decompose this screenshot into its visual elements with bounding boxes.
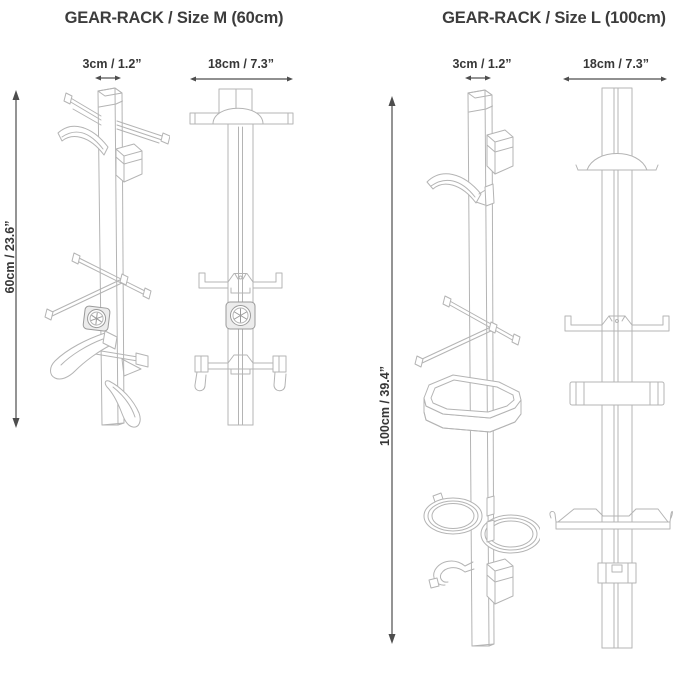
pole-clamp-l-front	[597, 562, 637, 584]
height-dimension-arrow-l	[388, 96, 396, 644]
mount-plate-knob-m	[82, 305, 111, 332]
bracket-width-arrow-l	[563, 76, 667, 82]
size-l-isometric-drawing	[414, 89, 540, 647]
mid-cross-hooks-m	[44, 252, 152, 321]
bracket-width-label-m: 18cm / 7.3”	[207, 57, 274, 71]
pedal-hook-right-m	[104, 380, 141, 428]
four-way-hook-m-front	[198, 272, 283, 294]
pole-width-arrow-m	[95, 75, 121, 81]
height-dimension-arrow-m	[12, 90, 20, 428]
four-way-hook-l-front	[564, 315, 670, 332]
top-hook-arms-m	[63, 92, 170, 145]
pole-m-iso	[97, 87, 125, 426]
small-hook-l	[428, 560, 475, 589]
bottom-bracket-l-front	[549, 508, 673, 530]
size-m-isometric-drawing	[44, 87, 170, 428]
title-size-l: GEAR-RACK / Size L (100cm)	[442, 9, 666, 27]
wall-bracket-box-lower-l	[486, 558, 514, 605]
helmet-dome-l	[575, 153, 659, 171]
bracket-width-arrow-m	[190, 76, 293, 82]
pole-m-front	[189, 88, 294, 426]
wall-bracket-box-m	[115, 143, 143, 183]
pole-width-arrow-l	[465, 75, 491, 81]
pole-width-label-l: 3cm / 1.2”	[452, 57, 512, 71]
tray-l-front	[569, 381, 665, 406]
hanging-hook-right-m	[273, 371, 287, 392]
helmet-shelf-l	[426, 173, 495, 207]
helmet-dome-m	[212, 107, 264, 125]
storage-basket-l	[423, 374, 522, 433]
pole-l-front	[601, 87, 633, 649]
pole-width-label-m: 3cm / 1.2”	[82, 57, 142, 71]
title-size-m: GEAR-RACK / Size M (60cm)	[64, 9, 284, 27]
size-l-front-drawing	[549, 87, 673, 649]
bracket-width-label-l: 18cm / 7.3”	[582, 57, 649, 71]
end-curl-right	[669, 511, 673, 523]
helmet-shelf-m	[57, 125, 109, 156]
mid-cross-hooks-l	[414, 295, 521, 368]
pedal-hook-left-m	[50, 330, 118, 380]
lower-bracket-m-front	[194, 354, 287, 392]
ball-holder-rings-l	[423, 492, 540, 554]
size-m-front-drawing	[189, 88, 294, 426]
mount-plate-knob-m-front	[225, 301, 256, 330]
hanging-hook-left-m	[194, 371, 207, 392]
wall-bracket-box-upper-l	[486, 129, 514, 175]
